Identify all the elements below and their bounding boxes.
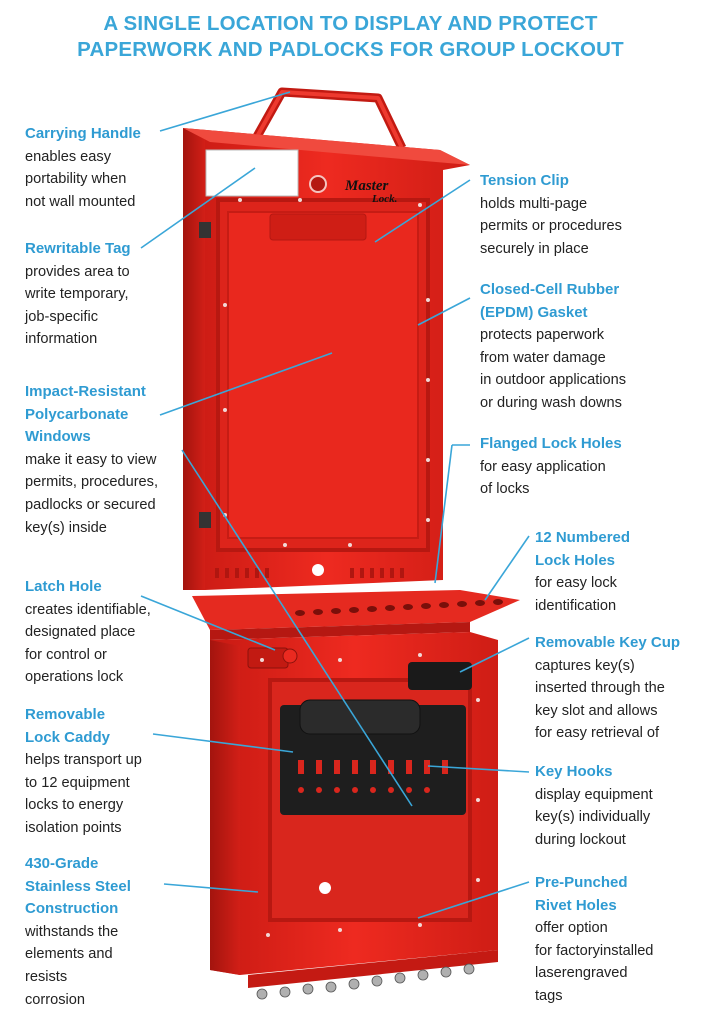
rewritable-tag <box>205 149 299 197</box>
callout-rewritable-tag: Rewritable Tag provides area to write te… <box>25 238 131 351</box>
callout-title: Impact-Resistant <box>25 383 146 400</box>
callout-text: captures key(s) <box>535 657 635 674</box>
callout-title: Polycarbonate <box>25 405 129 423</box>
tension-clip <box>269 213 367 241</box>
headline-line-1: A SINGLE LOCATION TO DISPLAY AND PROTECT <box>103 12 598 35</box>
callout-title: Key Hooks <box>535 763 613 780</box>
callout-latch-hole: Latch Hole creates identifiable, designa… <box>25 576 151 689</box>
callout-text: provides area to <box>25 263 130 280</box>
callout-text: write temporary, <box>25 286 129 303</box>
callout-title: Construction <box>25 900 119 918</box>
callout-text: withstands the <box>25 923 119 940</box>
callout-text: laserengraved <box>535 965 628 982</box>
callout-title: Rewritable Tag <box>25 240 131 257</box>
callout-title: Pre-Punched <box>535 874 628 891</box>
callout-text: for easy retrieval of <box>535 725 660 742</box>
callout-text: for easy application <box>480 458 606 475</box>
callout-text: corrosion <box>25 991 86 1008</box>
callout-title: Removable Key Cup <box>535 634 681 651</box>
callout-title: Flanged Lock Holes <box>480 435 622 452</box>
callout-text: securely in place <box>480 240 589 257</box>
callout-numbered-lock-holes: 12 Numbered Lock Holes for easy lock ide… <box>535 527 630 617</box>
callout-impact-resistant-windows: Impact-Resistant Polycarbonate Windows m… <box>25 381 158 539</box>
callout-text: elements and <box>25 946 113 963</box>
callout-text: operations lock <box>25 669 124 686</box>
lock-caddy <box>280 699 466 815</box>
latch <box>247 647 289 669</box>
callout-tension-clip: Tension Clip holds multi-page permits or… <box>480 170 622 260</box>
callout-title: Windows <box>25 428 91 446</box>
callout-text: padlocks or secured <box>25 496 156 513</box>
callout-text: isolation points <box>25 819 122 836</box>
callout-text: key slot and allows <box>535 702 658 719</box>
callout-title: Carrying Handle <box>25 125 141 142</box>
callout-text: identification <box>535 597 617 614</box>
callout-text: inserted through the <box>535 680 665 697</box>
leader-lines <box>140 91 530 919</box>
callout-key-hooks: Key Hooks display equipment key(s) indiv… <box>535 761 653 851</box>
callout-text: permits, procedures, <box>25 474 159 491</box>
callout-pre-punched-rivet-holes: Pre-Punched Rivet Holes offer option for… <box>535 872 653 1008</box>
carrying-handle <box>251 87 407 150</box>
callout-title: Lock Holes <box>535 551 616 569</box>
callout-text: enables easy <box>25 148 112 165</box>
callout-text: creates identifiable, <box>25 601 151 618</box>
callout-title: Tension Clip <box>480 172 569 189</box>
callout-text: designated place <box>25 624 136 641</box>
callout-title: Closed-Cell Rubber <box>480 281 620 298</box>
callout-text: key(s) individually <box>535 809 651 826</box>
callout-text: tags <box>535 987 563 1004</box>
callout-text: job-specific <box>25 308 98 325</box>
callout-title: (EPDM) Gasket <box>480 303 588 321</box>
callout-text: for control or <box>25 646 107 663</box>
callout-text: or during wash downs <box>480 394 622 411</box>
callout-text: locks to energy <box>25 797 124 814</box>
callout-text: during lockout <box>535 831 626 848</box>
callout-text: make it easy to view <box>25 451 157 468</box>
callout-text: permits or procedures <box>480 218 622 235</box>
upper-lid <box>183 128 470 590</box>
callout-title: Stainless Steel <box>25 877 131 895</box>
callout-removable-lock-caddy: Removable Lock Caddy helps transport up … <box>25 704 142 840</box>
callout-text: holds multi-page <box>480 195 588 212</box>
callout-carrying-handle: Carrying Handle enables easy portability… <box>25 123 141 213</box>
callout-title: 12 Numbered <box>535 529 631 546</box>
callout-title: Removable <box>25 706 106 723</box>
key-cup <box>408 662 472 690</box>
headline-line-2: PAPERWORK AND PADLOCKS FOR GROUP LOCKOUT <box>77 38 624 61</box>
callout-text: for easy lock <box>535 575 617 592</box>
callout-removable-key-cup: Removable Key Cup captures key(s) insert… <box>535 632 680 745</box>
callout-text: in outdoor applications <box>480 372 627 389</box>
callout-text: display equipment <box>535 786 653 803</box>
callout-text: key(s) inside <box>25 519 107 536</box>
callout-epdm-gasket: Closed-Cell Rubber (EPDM) Gasket protect… <box>480 279 626 415</box>
callout-text: not wall mounted <box>25 193 136 210</box>
callout-text: portability when <box>25 171 127 188</box>
callout-text: protects paperwork <box>480 327 605 344</box>
callout-text: for factoryinstalled <box>535 942 654 959</box>
lower-body <box>210 632 498 1000</box>
callout-text: resists <box>25 968 68 985</box>
callout-text: information <box>25 331 98 348</box>
brand-logo-line-2: Lock. <box>371 193 397 205</box>
callout-text: to 12 equipment <box>25 774 130 791</box>
callout-text: helps transport up <box>25 752 142 769</box>
brand-logo-line-1: Master <box>344 178 389 194</box>
lock-hole-flange <box>192 590 520 640</box>
callout-title: Rivet Holes <box>535 896 617 914</box>
callout-text: from water damage <box>480 349 606 366</box>
callout-title: 430-Grade <box>25 855 99 872</box>
callout-flanged-lock-holes: Flanged Lock Holes for easy application … <box>480 433 622 501</box>
page-headline: A SINGLE LOCATION TO DISPLAY AND PROTECT… <box>0 11 701 63</box>
callout-text: of locks <box>480 481 530 498</box>
callout-title: Lock Caddy <box>25 728 111 746</box>
callout-text: offer option <box>535 920 608 937</box>
callout-title: Latch Hole <box>25 578 102 595</box>
callout-stainless-steel: 430-Grade Stainless Steel Construction w… <box>25 853 131 1011</box>
